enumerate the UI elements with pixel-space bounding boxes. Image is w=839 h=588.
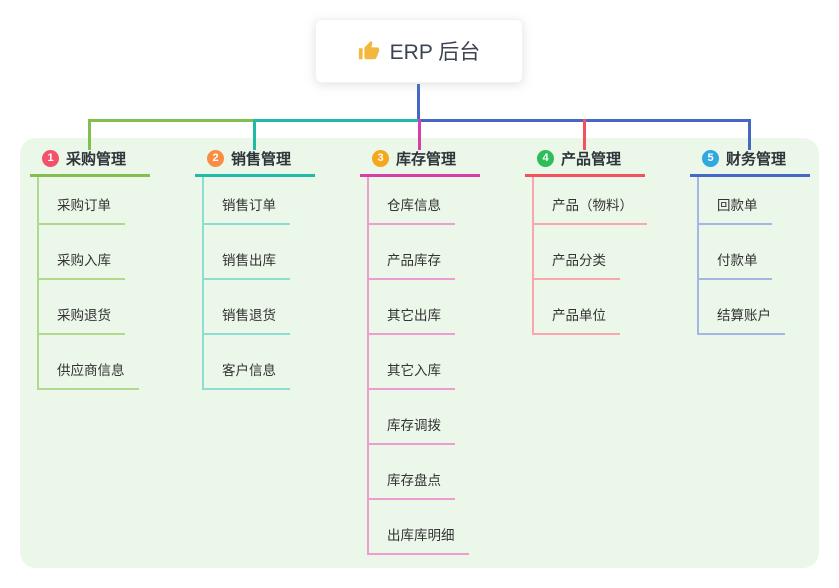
branch-header[interactable]: 5 财务管理 (690, 146, 810, 177)
child-row: 产品库存 (369, 225, 469, 280)
child-row: 产品分类 (534, 225, 647, 280)
branch-title: 库存管理 (396, 151, 457, 168)
child-row: 其它入库 (369, 335, 469, 390)
branch-number-badge: 5 (702, 150, 719, 167)
child-node[interactable]: 销售订单 (204, 194, 290, 225)
child-node[interactable]: 产品库存 (369, 249, 455, 280)
child-node[interactable]: 库存盘点 (369, 469, 455, 500)
branch-title: 销售管理 (231, 151, 292, 168)
child-row: 出库库明细 (369, 500, 469, 555)
child-node[interactable]: 产品分类 (534, 249, 620, 280)
child-row: 库存调拨 (369, 390, 469, 445)
child-row: 采购入库 (39, 225, 139, 280)
branch-number-badge: 3 (372, 150, 389, 167)
child-node[interactable]: 采购入库 (39, 249, 125, 280)
child-row: 供应商信息 (39, 335, 139, 390)
root-title: ERP 后台 (389, 41, 481, 64)
child-row: 付款单 (699, 225, 785, 280)
child-node[interactable]: 回款单 (699, 194, 772, 225)
child-node[interactable]: 结算账户 (699, 304, 785, 335)
connector-branch-drop (583, 119, 586, 150)
child-node[interactable]: 采购订单 (39, 194, 125, 225)
branch-number-badge: 1 (42, 150, 59, 167)
child-row: 其它出库 (369, 280, 469, 335)
connector-branch-drop (748, 119, 751, 150)
child-node[interactable]: 出库库明细 (369, 524, 469, 555)
child-row: 销售订单 (204, 177, 290, 225)
branch-column: 1 采购管理 采购订单 采购入库 采购退货 供应商信息 (30, 146, 160, 390)
child-row: 仓库信息 (369, 177, 469, 225)
branch-header[interactable]: 3 库存管理 (360, 146, 480, 177)
branch-title: 财务管理 (726, 151, 787, 168)
child-row: 产品单位 (534, 280, 647, 335)
child-node[interactable]: 采购退货 (39, 304, 125, 335)
branch-column: 4 产品管理 产品（物料） 产品分类 产品单位 (525, 146, 655, 335)
child-node[interactable]: 产品单位 (534, 304, 620, 335)
connector-branch-drop (253, 119, 256, 150)
child-row: 销售出库 (204, 225, 290, 280)
child-node[interactable]: 销售退货 (204, 304, 290, 335)
branch-column: 3 库存管理 仓库信息 产品库存 其它出库 其它入库 库存调拨 库存盘点 出库库… (360, 146, 490, 555)
connector-root-stem (417, 84, 420, 120)
branch-children: 仓库信息 产品库存 其它出库 其它入库 库存调拨 库存盘点 出库库明细 (367, 177, 469, 555)
branches-panel (20, 138, 819, 568)
child-node[interactable]: 其它出库 (369, 304, 455, 335)
branch-header[interactable]: 2 销售管理 (195, 146, 315, 177)
branch-title: 采购管理 (66, 151, 127, 168)
branch-children: 采购订单 采购入库 采购退货 供应商信息 (37, 177, 139, 390)
child-node[interactable]: 仓库信息 (369, 194, 455, 225)
child-node[interactable]: 产品（物料） (534, 194, 647, 225)
branch-title: 产品管理 (561, 151, 622, 168)
branch-header[interactable]: 1 采购管理 (30, 146, 150, 177)
branch-children: 产品（物料） 产品分类 产品单位 (532, 177, 647, 335)
child-node[interactable]: 其它入库 (369, 359, 455, 390)
child-row: 销售退货 (204, 280, 290, 335)
child-node[interactable]: 供应商信息 (39, 359, 139, 390)
root-node[interactable]: ERP 后台 (315, 19, 523, 83)
branch-children: 销售订单 销售出库 销售退货 客户信息 (202, 177, 290, 390)
child-row: 采购退货 (39, 280, 139, 335)
branch-number-badge: 4 (537, 150, 554, 167)
child-row: 结算账户 (699, 280, 785, 335)
child-row: 客户信息 (204, 335, 290, 390)
child-row: 产品（物料） (534, 177, 647, 225)
branch-number-badge: 2 (207, 150, 224, 167)
child-node[interactable]: 付款单 (699, 249, 772, 280)
branch-children: 回款单 付款单 结算账户 (697, 177, 785, 335)
child-node[interactable]: 客户信息 (204, 359, 290, 390)
branch-column: 2 销售管理 销售订单 销售出库 销售退货 客户信息 (195, 146, 325, 390)
child-node[interactable]: 销售出库 (204, 249, 290, 280)
child-row: 库存盘点 (369, 445, 469, 500)
connector-branch-drop (88, 119, 91, 150)
connector-branch-drop (418, 119, 421, 150)
branch-header[interactable]: 4 产品管理 (525, 146, 645, 177)
thumbs-up-icon (358, 40, 380, 62)
child-node[interactable]: 库存调拨 (369, 414, 455, 445)
child-row: 采购订单 (39, 177, 139, 225)
child-row: 回款单 (699, 177, 785, 225)
connector-bus-mid (253, 119, 419, 122)
branch-column: 5 财务管理 回款单 付款单 结算账户 (690, 146, 820, 335)
